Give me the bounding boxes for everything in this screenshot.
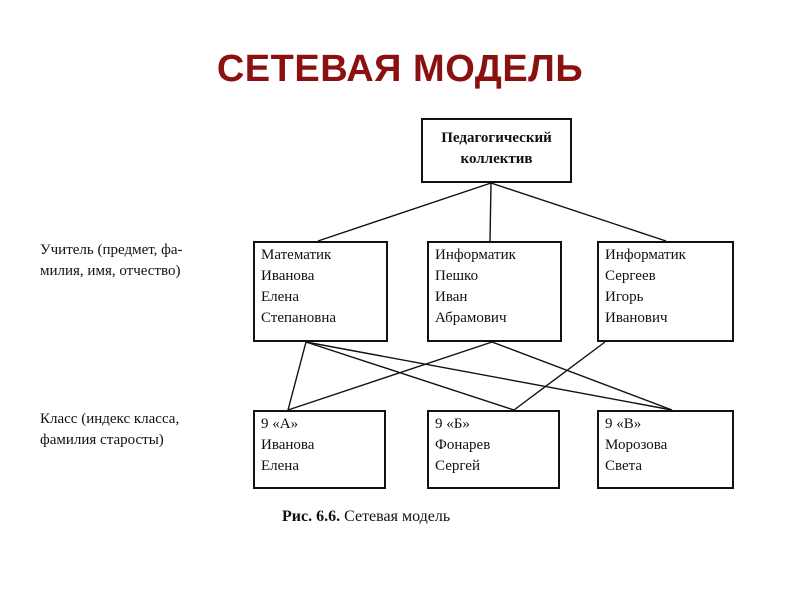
teacher-node-line: Иванович (605, 310, 668, 326)
teacher-class-link-2 (305, 341, 673, 411)
teacher-node-line: Математик (261, 247, 332, 263)
class-node-9a: 9 «А» Иванова Елена (253, 410, 386, 489)
class-node-line: Морозова (605, 437, 668, 453)
root-teacher-link-1 (489, 182, 492, 242)
class-node-line: 9 «А» (261, 416, 299, 432)
class-node-line: Сергей (435, 458, 480, 474)
teacher-class-link-3 (287, 341, 493, 411)
root-node-box: Педагогический коллектив (421, 118, 572, 183)
figure-caption-text: Сетевая модель (344, 508, 451, 525)
class-node-line: Елена (261, 458, 299, 474)
class-node-line: 9 «В» (605, 416, 642, 432)
teacher-level-label: Учитель (предмет, фа- милия, имя, отчест… (40, 240, 245, 282)
teacher-node-mathematics: Математик Иванова Елена Степановна (253, 241, 388, 342)
class-label-line: фамилия старосты) (40, 432, 164, 448)
teacher-node-line: Степановна (261, 310, 336, 326)
teacher-node-line: Пешко (435, 268, 479, 284)
teacher-node-informatics-2: Информатик Сергеев Игорь Иванович (597, 241, 734, 342)
class-label-line: Класс (индекс класса, (40, 411, 180, 427)
teacher-label-line: милия, имя, отчество) (40, 263, 181, 279)
page-title: СЕТЕВАЯ МОДЕЛЬ (216, 48, 584, 90)
class-node-line: Иванова (261, 437, 315, 453)
teacher-node-line: Игорь (605, 289, 644, 305)
teacher-node-line: Абрамович (435, 310, 507, 326)
figure-number: Рис. 6.6. (282, 508, 341, 525)
teacher-node-informatics-1: Информатик Пешко Иван Абрамович (427, 241, 562, 342)
class-node-line: 9 «Б» (435, 416, 470, 432)
root-node-line: коллектив (460, 151, 533, 167)
teacher-class-link-4 (491, 341, 673, 411)
root-node-line: Педагогический (441, 130, 552, 146)
teacher-node-line: Елена (261, 289, 299, 305)
class-node-line: Фонарев (435, 437, 491, 453)
class-node-line: Света (605, 458, 643, 474)
teacher-label-line: Учитель (предмет, фа- (40, 242, 183, 258)
class-node-9v: 9 «В» Морозова Света (597, 410, 734, 489)
root-teacher-link-0 (317, 182, 492, 242)
figure-caption: Рис. 6.6. Сетевая модель (282, 508, 450, 526)
root-teacher-link-2 (490, 182, 667, 242)
teacher-class-link-1 (305, 341, 515, 411)
teacher-node-line: Иван (435, 289, 468, 305)
teacher-class-link-0 (287, 341, 307, 411)
teacher-node-line: Информатик (605, 247, 686, 263)
teacher-class-link-5 (513, 341, 606, 411)
class-level-label: Класс (индекс класса, фамилия старосты) (40, 409, 245, 451)
teacher-node-line: Информатик (435, 247, 516, 263)
teacher-node-line: Иванова (261, 268, 315, 284)
teacher-node-line: Сергеев (605, 268, 656, 284)
class-node-9b: 9 «Б» Фонарев Сергей (427, 410, 560, 489)
